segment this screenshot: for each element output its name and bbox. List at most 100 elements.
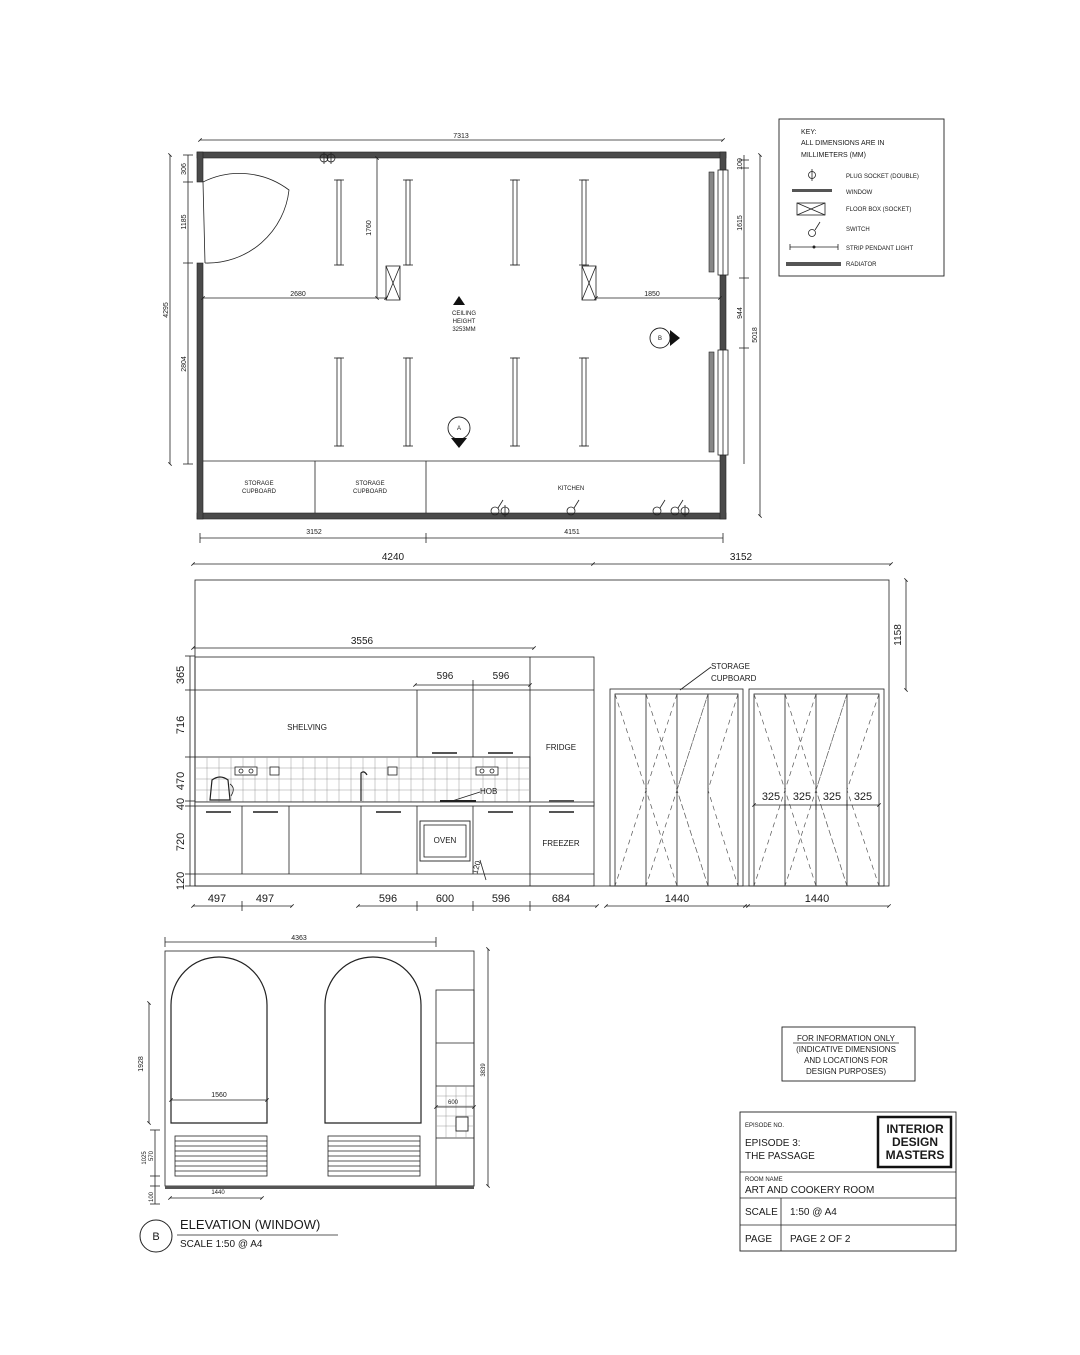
plug-socket-icon: [319, 152, 336, 164]
switch-icon: [490, 499, 504, 516]
dim-arch-width: 1560: [211, 1092, 227, 1099]
dim-2680: 2680: [290, 291, 306, 298]
window-elevation: 4363 1560 1928 1025 570 100: [138, 935, 490, 1253]
dim-bottom: 684: [552, 893, 570, 905]
radiator-icon: [708, 351, 715, 453]
shelving-label: SHELVING: [287, 723, 327, 732]
ceiling-label: HEIGHT: [453, 319, 476, 325]
svg-text:A: A: [457, 426, 461, 432]
plug-socket-icon: [808, 169, 816, 181]
dim-left-total: 4295: [163, 302, 170, 318]
dim-right-total: 5018: [752, 327, 759, 343]
dim-height: 40: [175, 798, 187, 810]
key-note: MILLIMETERS (MM): [801, 152, 866, 159]
storage-cupboard-label: STORAGE: [711, 662, 750, 671]
door-swing: [202, 173, 290, 264]
dim-total-height: 3839: [481, 1063, 487, 1077]
dim-door-width: 325: [823, 791, 841, 803]
page-label: PAGE: [745, 1234, 772, 1245]
ceiling-height-marker: [453, 296, 465, 305]
dim-right-1615: 1615: [737, 215, 744, 231]
room-label: ROOM NAME: [745, 1177, 783, 1183]
dim-bottom: 497: [256, 893, 274, 905]
key-item-label: WINDOW: [846, 190, 873, 196]
dim-bottom: 497: [208, 893, 226, 905]
elevation-title: ELEVATION (WINDOW): [180, 1217, 320, 1232]
key-item-label: STRIP PENDANT LIGHT: [846, 246, 913, 252]
storage-cupboard-label: STORAGE: [355, 481, 384, 487]
storage-cupboard-label: CUPBOARD: [353, 489, 388, 495]
elevation-scale: SCALE 1:50 @ A4: [180, 1239, 263, 1250]
kitchen-label: KITCHEN: [558, 486, 584, 492]
elevation-marker-b: [139, 1219, 173, 1253]
dim-right-top: 100: [737, 158, 744, 170]
switch-icon: [269, 766, 280, 776]
switch-icon: [808, 221, 821, 237]
switch-icon: [566, 499, 580, 516]
title-block: EPISODE NO. EPISODE 3: THE PASSAGE INTER…: [739, 1111, 957, 1252]
dim-bottom: 596: [492, 893, 510, 905]
base-cupboards: [195, 800, 594, 875]
freezer-label: FREEZER: [542, 839, 580, 848]
fridge-label: FRIDGE: [546, 743, 576, 752]
dim-bottom: 596: [379, 893, 397, 905]
strip-light-icon: [789, 244, 839, 250]
switch-icon: [652, 499, 666, 516]
key-item-label: SWITCH: [846, 227, 870, 233]
dim-width: 4363: [291, 935, 307, 942]
key-item-label: PLUG SOCKET (DOUBLE): [846, 174, 919, 180]
svg-text:MASTERS: MASTERS: [886, 1148, 945, 1162]
key-legend: KEY: ALL DIMENSIONS ARE IN MILLIMETERS (…: [778, 118, 945, 277]
dim-rad-100: 100: [149, 1191, 155, 1202]
dim-rad-width: 1440: [211, 1190, 225, 1196]
episode-name: THE PASSAGE: [745, 1151, 815, 1162]
dim-4240: 4240: [382, 552, 405, 563]
oven: [419, 820, 471, 862]
dim-rad-1025: 1025: [142, 1151, 148, 1165]
dim-height: 365: [175, 666, 187, 684]
floor-box-icon: [796, 202, 826, 216]
svg-text:B: B: [658, 336, 662, 342]
switch-icon: [387, 766, 398, 776]
plug-socket-icon: [475, 766, 499, 776]
dim-bottom: 1440: [805, 893, 829, 905]
dim-door-width: 325: [854, 791, 872, 803]
tap-icon: [360, 771, 368, 801]
svg-text:INTERIOR: INTERIOR: [886, 1122, 944, 1136]
elevation-marker-a: A: [447, 416, 471, 448]
info-note: FOR INFORMATION ONLY (INDICATIVE DIMENSI…: [781, 1026, 916, 1082]
kitchen-elevation: 4240 3152 3556 596 596 1158 365 716 470 …: [175, 552, 908, 911]
key-title: KEY:: [801, 129, 817, 136]
dim-plinth: 120: [471, 859, 483, 875]
elevation-marker-letter: B: [152, 1231, 159, 1243]
window-icon: [792, 189, 832, 192]
dim-bottom: 600: [436, 893, 454, 905]
radiator-icon: [786, 262, 841, 266]
plug-socket-icon: [500, 505, 510, 517]
ceiling-label: CEILING: [452, 311, 476, 317]
radiator-icon: [708, 171, 715, 273]
floor-box-icon: [581, 265, 597, 301]
dim-right-944: 944: [737, 307, 744, 319]
radiator-icon: [174, 1135, 268, 1177]
hob-label: HOB: [480, 787, 497, 796]
info-line: AND LOCATIONS FOR: [804, 1056, 888, 1065]
key-item-label: FLOOR BOX (SOCKET): [846, 207, 911, 213]
ceiling-value: 3253MM: [452, 327, 475, 333]
strip-lights: [334, 179, 589, 447]
svg-text:DESIGN: DESIGN: [892, 1135, 938, 1149]
dim-height: 720: [175, 833, 187, 851]
dim-3152: 3152: [730, 552, 753, 563]
floor-plan: 1760 2680 1850 CEILING HEIGHT 3253MM B A…: [163, 133, 762, 543]
dim-height: 470: [175, 772, 187, 790]
info-line: DESIGN PURPOSES): [806, 1067, 886, 1076]
storage-cupboard-label: STORAGE: [244, 481, 273, 487]
switch-icon: [670, 499, 684, 516]
dim-rad-570: 570: [149, 1150, 155, 1161]
sink: [455, 1116, 469, 1132]
dim-door-width: 325: [793, 791, 811, 803]
episode-number: EPISODE 3:: [745, 1138, 801, 1149]
arched-window: [170, 956, 268, 1124]
scale-value: 1:50 @ A4: [790, 1207, 837, 1218]
